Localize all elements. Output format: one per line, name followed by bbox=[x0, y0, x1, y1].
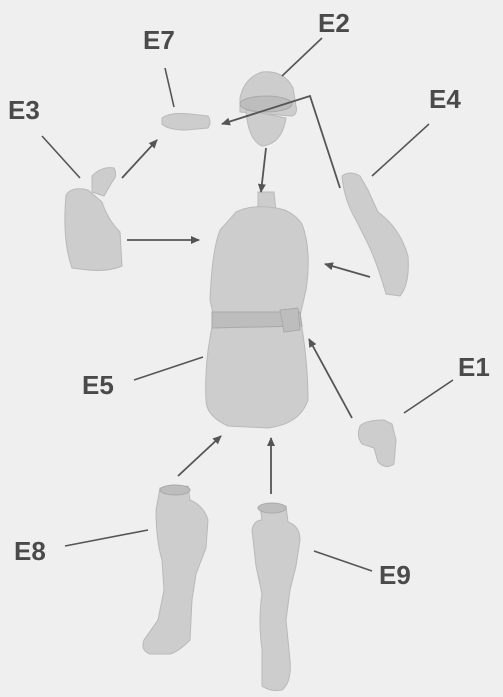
label-e7: E7 bbox=[143, 25, 175, 55]
leader-e8 bbox=[65, 530, 148, 546]
part-e8-left-boot bbox=[143, 485, 208, 654]
part-e7 bbox=[162, 114, 210, 131]
label-e4: E4 bbox=[429, 84, 461, 114]
leader-e3 bbox=[42, 136, 80, 178]
leader-e1 bbox=[404, 380, 453, 413]
label-e1: E1 bbox=[458, 352, 490, 382]
label-e3: E3 bbox=[8, 95, 40, 125]
leader-e9 bbox=[314, 551, 372, 571]
arrow-e4-to-e5 bbox=[325, 264, 370, 277]
arrow-e3-to-e7 bbox=[122, 140, 157, 178]
part-e5-torso bbox=[206, 192, 309, 428]
arrow-e2-to-e5 bbox=[261, 148, 266, 192]
arrow-e1-to-e5 bbox=[309, 339, 352, 418]
part-e3-left-arm bbox=[65, 168, 122, 271]
leader-e5 bbox=[134, 357, 203, 380]
label-e5: E5 bbox=[82, 370, 114, 400]
leader-e2 bbox=[282, 38, 322, 76]
leader-e4 bbox=[372, 124, 429, 176]
label-e8: E8 bbox=[14, 536, 46, 566]
arrow-e8-to-e5 bbox=[178, 436, 221, 476]
label-e9: E9 bbox=[379, 560, 411, 590]
part-e1 bbox=[358, 420, 396, 467]
part-e9-right-boot bbox=[252, 503, 300, 691]
part-e4-right-arm bbox=[342, 173, 408, 296]
leader-e7 bbox=[165, 68, 174, 107]
label-e2: E2 bbox=[318, 8, 350, 38]
